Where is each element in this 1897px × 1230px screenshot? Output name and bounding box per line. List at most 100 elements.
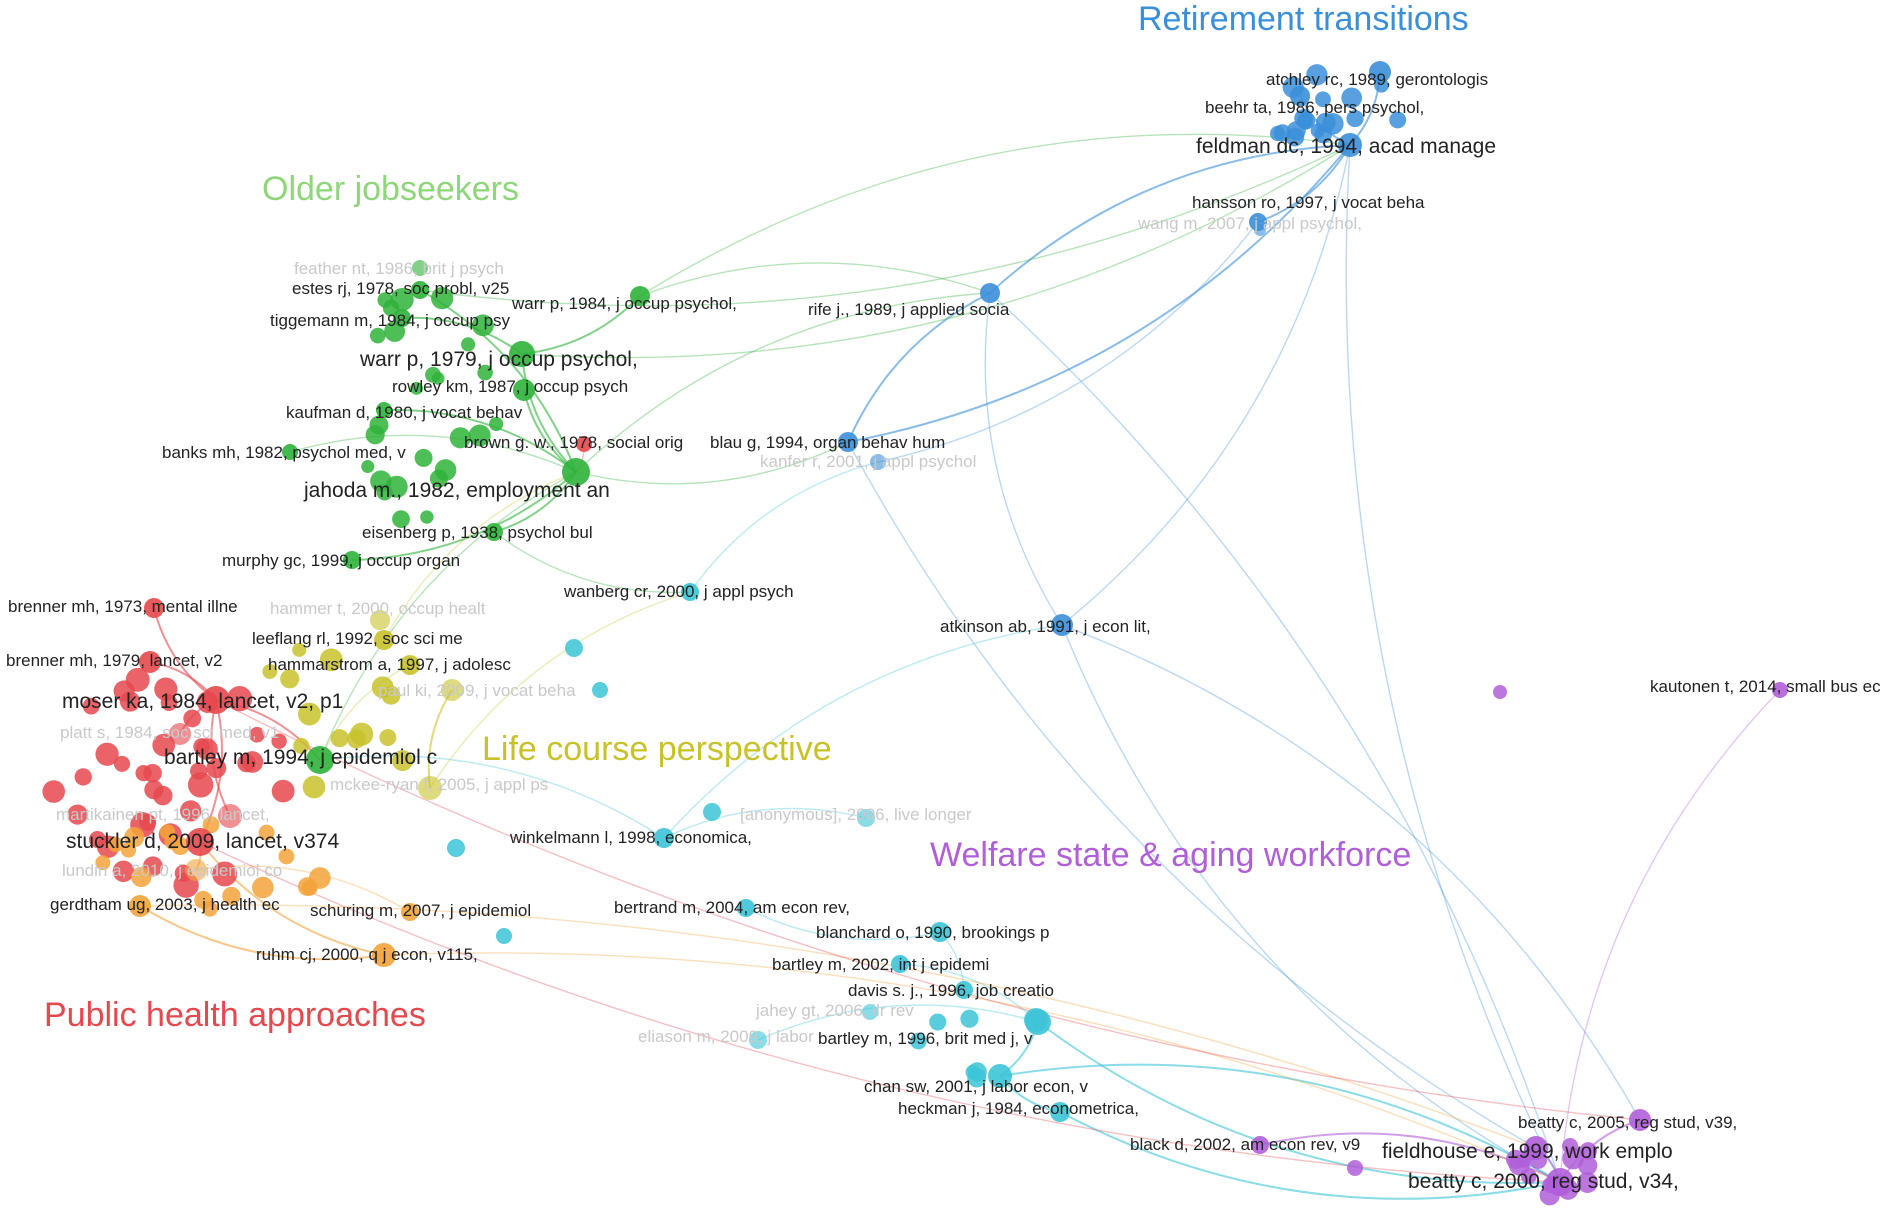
node-anon[interactable]	[857, 809, 875, 827]
node-label-leeflang: leeflang rl, 1992, soc sci me	[252, 629, 463, 648]
node-label-bertrand: bertrand m, 2004, am econ rev,	[614, 898, 850, 917]
node-label-wanberg: wanberg cr, 2000, j appl psych	[563, 582, 794, 601]
node-brenner1979[interactable]	[139, 651, 161, 673]
node-banks[interactable]	[282, 444, 298, 460]
node-label-estes: estes rj, 1978, soc probl, v25	[292, 279, 509, 298]
node-heckman[interactable]	[1050, 1102, 1070, 1122]
node-platt[interactable]	[169, 723, 191, 745]
node-paul[interactable]	[441, 679, 463, 701]
network-node	[1315, 91, 1331, 108]
node-brown[interactable]	[576, 436, 592, 452]
node-label-warr1979: warr p, 1979, j occup psychol,	[359, 348, 638, 371]
edge	[199, 841, 385, 956]
edge	[1061, 624, 1641, 1121]
node-bartley2002[interactable]	[891, 955, 909, 973]
node-winkelmann[interactable]	[654, 828, 674, 848]
network-node	[1493, 685, 1507, 699]
node-mckee[interactable]	[418, 776, 442, 800]
node-stuckler[interactable]	[186, 828, 214, 856]
node-bartley1996[interactable]	[1025, 1009, 1051, 1035]
edge	[1559, 689, 1781, 1183]
node-warr1984[interactable]	[630, 286, 650, 306]
node-fieldhouse[interactable]	[1524, 1136, 1548, 1160]
node-label-rowley: rowley km, 1987, j occup psych	[392, 377, 628, 396]
node-kanfer[interactable]	[870, 454, 886, 470]
edge	[139, 905, 385, 961]
edge	[989, 292, 1561, 1183]
node-tiggemann[interactable]	[393, 309, 411, 327]
node-estes[interactable]	[411, 281, 429, 299]
node-bertrand[interactable]	[737, 899, 755, 917]
node-chan[interactable]	[988, 1064, 1012, 1088]
node-schuring[interactable]	[401, 903, 419, 921]
node-atchley[interactable]	[1369, 61, 1391, 83]
node-label-winkelmann: winkelmann l, 1998, economica,	[509, 828, 752, 847]
node-gerdtham[interactable]	[129, 895, 151, 917]
node-kautonen[interactable]	[1772, 682, 1788, 698]
node-leeflang[interactable]	[374, 630, 394, 650]
node-feather[interactable]	[412, 260, 428, 276]
node-beehr[interactable]	[1290, 86, 1310, 106]
network-node	[1273, 124, 1292, 142]
network-node	[929, 1013, 947, 1031]
node-warr1979[interactable]	[509, 341, 535, 367]
node-label-hammarstrom: hammarstrom a, 1997, j adolesc	[268, 655, 511, 674]
node-blanchard[interactable]	[930, 922, 950, 942]
node-label-blanchard: blanchard o, 1990, brookings p	[816, 923, 1049, 942]
edge	[1059, 1111, 1561, 1200]
node-martikainen[interactable]	[218, 804, 242, 828]
node-rife[interactable]	[980, 283, 1000, 303]
node-label-brenner1979: brenner mh, 1979, lancet, v2	[6, 651, 222, 670]
node-ruhm[interactable]	[372, 943, 396, 967]
node-hammarstrom[interactable]	[400, 655, 420, 675]
network-node	[95, 742, 119, 766]
network-node	[301, 879, 318, 896]
node-murphy[interactable]	[343, 551, 361, 569]
network-node	[1314, 125, 1332, 144]
node-jahoda[interactable]	[562, 458, 590, 486]
node-label-kautonen: kautonen t, 2014, small bus ec	[1650, 677, 1881, 696]
node-rowley[interactable]	[513, 379, 535, 401]
node-wang[interactable]	[1254, 224, 1266, 236]
node-label-beatty2000: beatty c, 2000, reg stud, v34,	[1408, 1170, 1679, 1193]
node-moser[interactable]	[202, 686, 230, 714]
edge	[419, 144, 1351, 307]
node-bartley1994[interactable]	[306, 746, 334, 774]
node-blau[interactable]	[838, 432, 858, 452]
network-node	[1306, 64, 1328, 86]
node-eliason[interactable]	[749, 1031, 767, 1049]
node-hammer[interactable]	[370, 610, 390, 630]
node-beatty2005[interactable]	[1629, 1109, 1651, 1131]
edge	[521, 295, 641, 355]
node-label-bartley2002: bartley m, 2002, int j epidemi	[772, 955, 989, 974]
node-feldman[interactable]	[1338, 133, 1362, 157]
edge	[999, 1063, 1561, 1183]
network-node	[252, 876, 274, 899]
network-node	[131, 866, 152, 888]
node-kaufman[interactable]	[376, 402, 392, 418]
edge	[319, 755, 665, 839]
network-node	[392, 510, 410, 529]
node-brenner1973[interactable]	[144, 598, 164, 618]
node-atkinson[interactable]	[1051, 614, 1073, 636]
node-label-anon: [anonymous], 2006, live longer	[740, 805, 972, 824]
node-lundin[interactable]	[185, 859, 207, 881]
node-label-martikainen: martikainen pt, 1996, lancet,	[56, 805, 270, 824]
edge	[429, 591, 691, 789]
network-node	[95, 855, 111, 871]
network-node	[392, 750, 414, 772]
node-label-moser: moser ka, 1984, lancet, v2, p1	[62, 690, 343, 713]
node-eisenberg[interactable]	[485, 523, 503, 541]
node-black[interactable]	[1251, 1136, 1269, 1154]
network-node	[271, 733, 287, 749]
node-label-davis: davis s. j., 1996, job creatio	[848, 981, 1054, 1000]
node-beatty2000[interactable]	[1546, 1168, 1574, 1196]
node-davis[interactable]	[955, 981, 973, 999]
node-label-rife: rife j., 1989, j applied socia	[808, 300, 1010, 319]
node-jahey[interactable]	[862, 1004, 878, 1020]
node-wanberg[interactable]	[681, 583, 699, 601]
node-label-atkinson: atkinson ab, 1991, j econ lit,	[940, 617, 1151, 636]
network-node	[376, 484, 393, 501]
node-label-platt: platt s, 1984, soc sci med, v1	[60, 723, 279, 742]
